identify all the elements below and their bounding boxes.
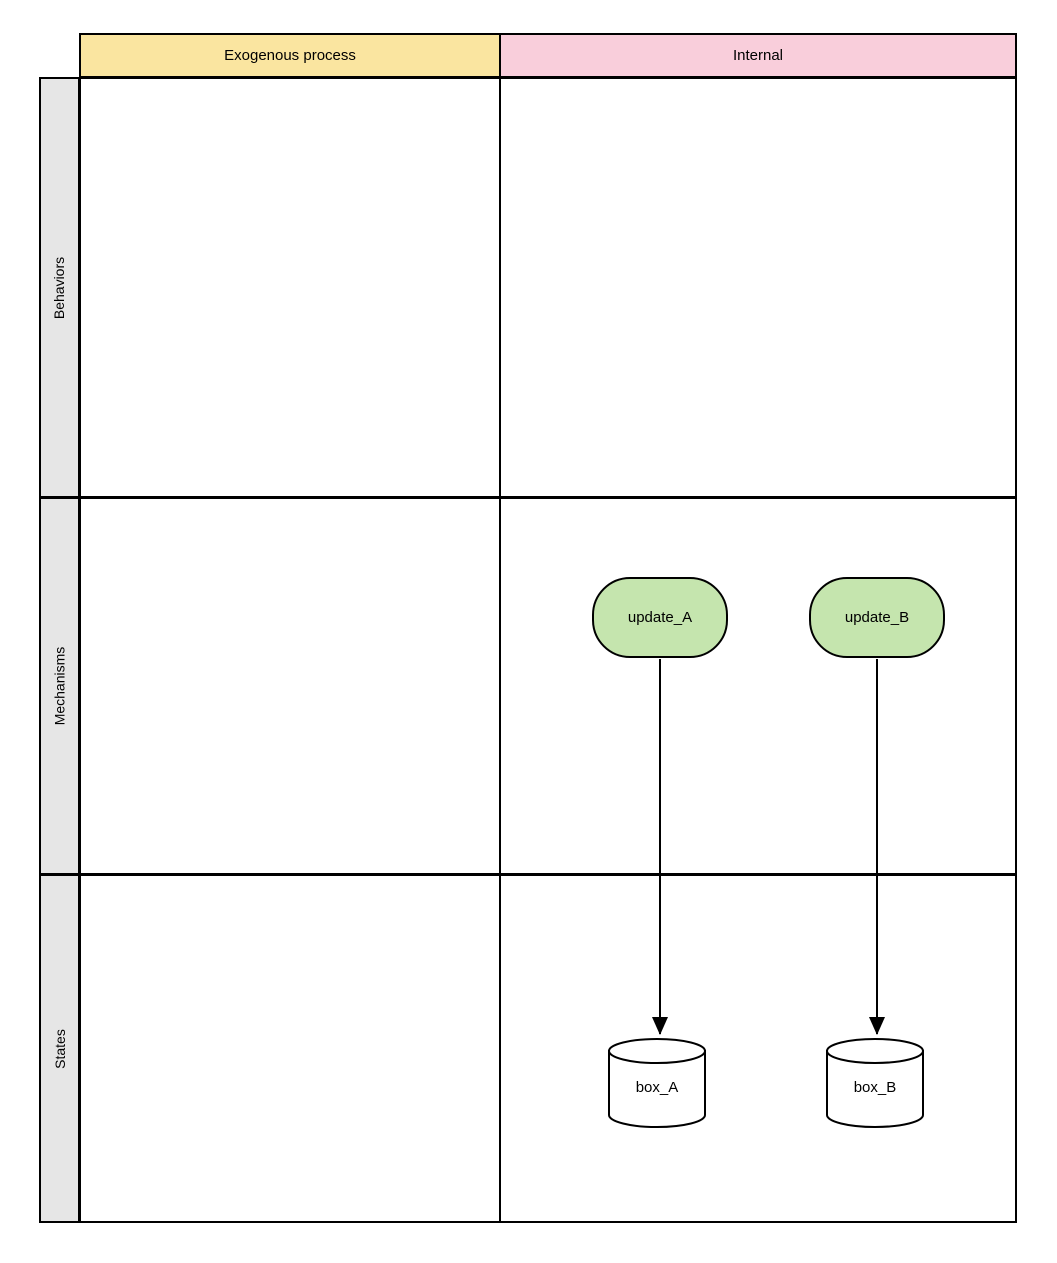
node-update-b[interactable]: update_B <box>809 577 945 658</box>
lane-cell-behaviors-exogenous <box>79 77 501 498</box>
row-header-label: Mechanisms <box>51 646 68 726</box>
node-label: update_B <box>844 609 910 626</box>
row-header-mechanisms: Mechanisms <box>39 497 80 875</box>
row-header-label: States <box>51 1028 68 1069</box>
lane-cell-behaviors-internal <box>499 77 1017 498</box>
row-header-label: Behaviors <box>51 256 68 319</box>
lane-cell-mechanisms-exogenous <box>79 497 501 875</box>
lane-cell-states-internal <box>499 874 1017 1223</box>
cylinder-icon <box>608 1038 706 1128</box>
column-header-internal: Internal <box>499 33 1017 78</box>
node-box-b[interactable]: box_B <box>826 1038 924 1128</box>
column-header-exogenous-process: Exogenous process <box>79 33 501 78</box>
lane-cell-mechanisms-internal <box>499 497 1017 875</box>
node-label: update_A <box>627 609 693 626</box>
cylinder-icon <box>826 1038 924 1128</box>
column-header-label: Exogenous process <box>224 47 356 64</box>
node-update-a[interactable]: update_A <box>592 577 728 658</box>
node-box-a[interactable]: box_A <box>608 1038 706 1128</box>
row-header-behaviors: Behaviors <box>39 77 80 498</box>
lane-cell-states-exogenous <box>79 874 501 1223</box>
column-header-label: Internal <box>732 47 784 64</box>
row-header-states: States <box>39 874 80 1223</box>
